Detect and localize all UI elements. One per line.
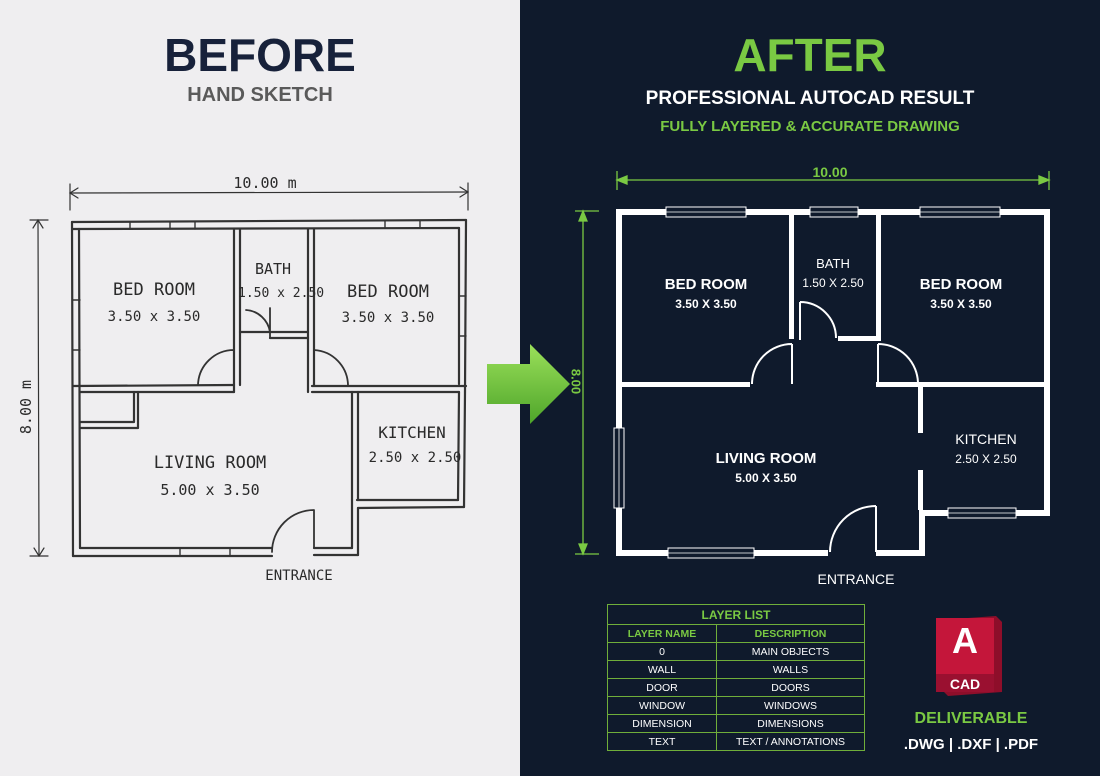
cad-room-name: BED ROOM [664,276,748,293]
layer-table-caption: LAYER LIST [607,604,865,625]
after-subtitle: PROFESSIONAL AUTOCAD RESULT [645,88,975,109]
before-subtitle: HAND SKETCH [187,84,333,106]
sketch-room-size: 3.50 x 3.50 [107,309,201,325]
after-subtitle-2: FULLY LAYERED & ACCURATE DRAWING [660,118,960,135]
deliverable-formats: .DWG | .DXF | .PDF [903,736,1039,753]
layer-name-cell: WALL [607,660,717,679]
sketch-room-size: 5.00 x 3.50 [160,481,260,499]
sketch-height-dim-line [37,219,40,557]
layer-name-cell: 0 [607,642,717,661]
autocad-logo-icon: A CAD [934,616,1002,696]
cad-room-name: BATH [816,256,850,271]
logo-letter: A [952,620,978,661]
before-panel [0,0,520,776]
layer-name-cell: TEXT [607,732,717,751]
layer-name-cell: WINDOW [607,696,717,715]
cad-width-dim: 10.00 [812,164,848,180]
cad-room-name: KITCHEN [955,431,1017,447]
layer-table-header: DESCRIPTION [716,624,865,643]
cad-entrance-label: ENTRANCE [817,571,895,587]
before-title: BEFORE [164,29,356,81]
layer-desc-cell: WALLS [716,660,865,679]
sketch-room-name: LIVING ROOM [153,453,267,473]
cad-height-dim: 8.00 [568,368,584,395]
sketch-entrance-label: ENTRANCE [265,568,333,584]
cad-doors [751,301,919,553]
layer-desc-cell: DIMENSIONS [716,714,865,733]
layer-table-header: LAYER NAME [607,624,717,643]
layer-name-cell: DIMENSION [607,714,717,733]
cad-room-size: 3.50 X 3.50 [930,297,992,311]
cad-room-size: 2.50 X 2.50 [955,452,1017,466]
sketch-room-name: BED ROOM [113,280,195,300]
sketch-room-size: 3.50 x 3.50 [341,310,435,326]
deliverable-label: DELIVERABLE [914,710,1028,727]
layer-desc-cell: WINDOWS [716,696,865,715]
cad-room-name: LIVING ROOM [715,450,817,467]
sketch-room-size: 2.50 x 2.50 [368,450,462,466]
sketch-room-name: BATH [254,260,292,278]
cad-room-size: 1.50 X 2.50 [802,276,864,290]
sketch-room-name: BED ROOM [347,282,429,302]
layer-desc-cell: MAIN OBJECTS [716,642,865,661]
sketch-room-size: 1.50 x 2.50 [238,286,325,301]
layer-name-cell: DOOR [607,678,717,697]
sketch-walls [70,218,468,558]
cad-room-name: BED ROOM [919,276,1003,293]
layer-desc-cell: DOORS [716,678,865,697]
cad-room-size: 5.00 X 3.50 [735,471,797,485]
sketch-width-dim: 10.00 m [233,174,297,192]
after-title: AFTER [733,29,887,81]
sketch-width-dim-line [69,191,469,194]
sketch-doors [197,307,349,553]
logo-text: CAD [949,676,981,692]
cad-room-size: 3.50 X 3.50 [675,297,737,311]
layer-desc-cell: TEXT / ANNOTATIONS [716,732,865,751]
sketch-room-name: KITCHEN [378,423,446,442]
